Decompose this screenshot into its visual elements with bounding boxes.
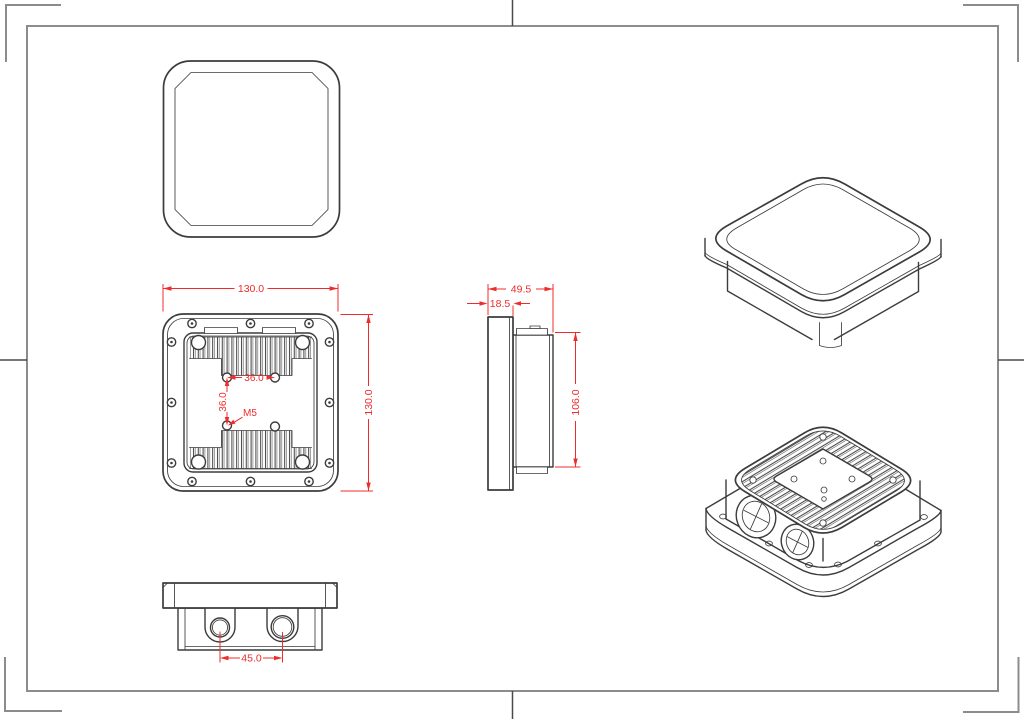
iso-connector-right bbox=[780, 523, 815, 561]
iso-top-view bbox=[704, 176, 942, 348]
corner-mark-top-right bbox=[963, 4, 1019, 62]
side-body-outline bbox=[512, 334, 554, 468]
dim-back-width: 130.0 bbox=[238, 283, 264, 295]
bottom-dimensions: 45.0 bbox=[219, 631, 283, 665]
side-top-tab-step bbox=[529, 325, 541, 329]
bottom-plate-outline bbox=[162, 582, 338, 609]
corner-mark-top-left bbox=[5, 4, 61, 62]
back-view: 130.0 130.0 36.0 36.0 M5 bbox=[162, 283, 375, 492]
dim-mount-spacing-vertical: 36.0 bbox=[218, 392, 229, 412]
cable-gland-right bbox=[266, 607, 299, 643]
fin-boss-holes bbox=[190, 334, 311, 470]
heatsink-fins bbox=[189, 336, 312, 469]
dim-side-body-height: 106.0 bbox=[570, 389, 582, 415]
side-top-tab bbox=[516, 328, 548, 336]
bottom-plate-inner-edges bbox=[162, 582, 338, 609]
iso-bottom-view bbox=[705, 426, 942, 598]
front-panel-outline bbox=[174, 72, 329, 226]
back-dimensions: 130.0 130.0 36.0 36.0 M5 bbox=[162, 283, 375, 492]
dim-mount-thread: M5 bbox=[243, 408, 257, 419]
screw-hole-centers bbox=[170, 322, 331, 483]
front-view bbox=[162, 60, 341, 238]
iso-top-rim bbox=[704, 237, 942, 319]
side-body-inner-edges bbox=[515, 334, 550, 468]
top-tab-left bbox=[204, 327, 238, 334]
iso-heatsink-corner-screws bbox=[749, 433, 897, 527]
bottom-body-inner-edges bbox=[184, 607, 316, 651]
iso-top-body bbox=[726, 260, 920, 348]
top-tab-right bbox=[262, 327, 296, 334]
dim-side-depth: 49.5 bbox=[511, 284, 532, 296]
dim-side-front-depth: 18.5 bbox=[490, 298, 511, 310]
side-dimensions: 49.5 18.5 106.0 bbox=[467, 284, 582, 468]
dim-connector-spacing: 45.0 bbox=[241, 653, 262, 665]
screw-holes bbox=[166, 318, 335, 487]
side-bottom-tab bbox=[516, 466, 548, 474]
dim-mount-spacing-horizontal: 36.0 bbox=[244, 373, 264, 384]
corner-mark-bottom-left bbox=[4, 657, 62, 712]
side-front-plate-outline bbox=[487, 316, 514, 491]
corner-mark-bottom-right bbox=[963, 657, 1020, 713]
iso-mount-pad bbox=[773, 448, 873, 510]
side-view: 49.5 18.5 106.0 bbox=[467, 284, 582, 491]
iso-heatsink-inner-edge bbox=[741, 430, 905, 530]
iso-top-panel-edge bbox=[726, 183, 920, 295]
iso-top-face-outline bbox=[715, 176, 931, 302]
dim-back-height: 130.0 bbox=[363, 389, 375, 415]
front-outer-outline bbox=[162, 60, 341, 238]
bottom-body-outline bbox=[177, 607, 323, 651]
iso-mount-pad-holes bbox=[790, 457, 856, 502]
bottom-view: 45.0 bbox=[162, 582, 338, 665]
